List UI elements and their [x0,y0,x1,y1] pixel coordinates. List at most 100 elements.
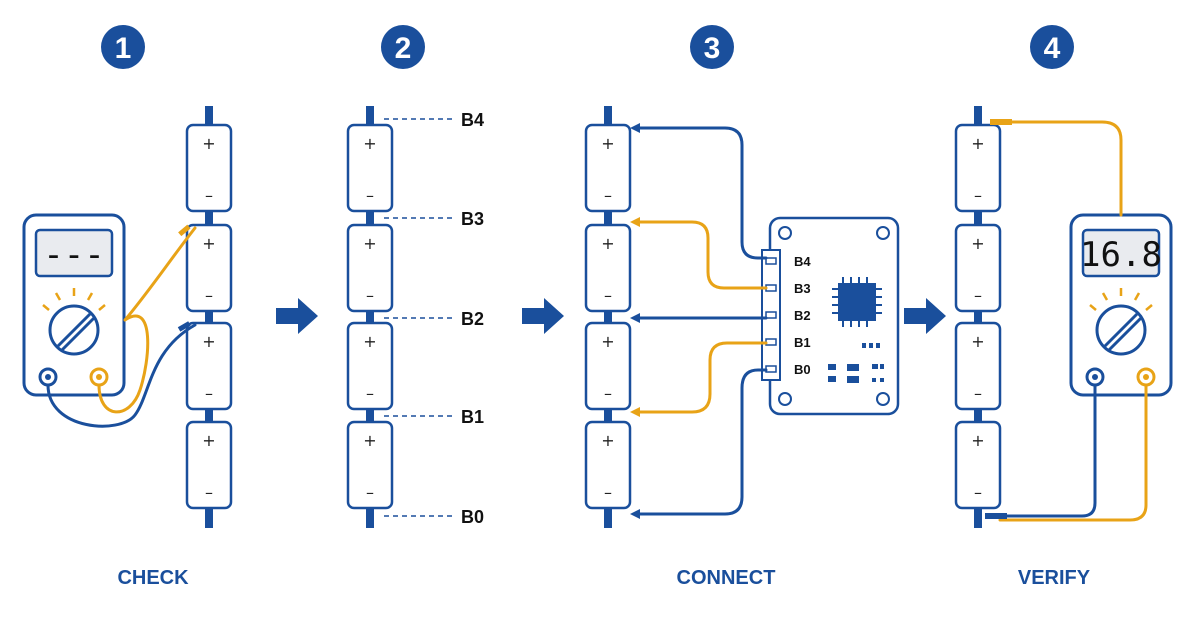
cell-body [584,420,632,510]
cell-connector [974,508,982,528]
cell-connector [974,211,982,225]
step-3-number: 3 [704,32,721,65]
battery-cell: +– [954,123,1002,213]
cell-body [185,123,233,213]
verify-probe-leads [985,119,1148,522]
cell-connector [974,409,982,422]
cell-positive-sign: + [601,332,614,351]
dial-ticks [42,288,106,311]
cell-positive-sign: + [601,134,614,153]
battery-cell: +– [185,123,233,213]
cell-positive-sign: + [202,134,215,153]
cell-positive-sign: + [202,332,215,351]
step-2-badge: 2 [381,25,425,69]
tap-label-b4: B4 [461,110,484,130]
cell-positive-sign: + [363,234,376,253]
cell-negative-sign: – [366,186,374,205]
chip-icon [832,277,882,327]
step-1-number: 1 [115,32,132,65]
cell-positive-sign: + [601,234,614,253]
cell-connector [604,211,612,225]
tap-label-b1: B1 [461,407,484,427]
battery-cell: +– [954,420,1002,510]
bms-pin-b3: B3 [794,281,811,296]
cell-connector [366,311,374,323]
step-2-number: 2 [395,32,412,65]
cell-negative-sign: – [974,286,982,305]
cell-body [185,420,233,510]
arrow-right-icon [904,298,946,334]
cell-negative-sign: – [974,483,982,502]
cell-negative-sign: – [604,286,612,305]
step-4-number: 4 [1044,32,1061,65]
battery-cell: +– [346,223,394,313]
cell-negative-sign: – [205,286,213,305]
cell-body [954,420,1002,510]
step-1-badge: 1 [101,25,145,69]
cell-positive-sign: + [363,431,376,450]
cell-positive-sign: + [202,234,215,253]
cell-body [346,223,394,313]
cell-body [185,223,233,313]
bms-board-icon: B4 B3 B2 B1 B0 [761,216,900,416]
battery-stack-check: +–+–+–+– [185,106,233,528]
multimeter-verify-icon: 16.8 [1069,213,1173,397]
cell-positive-sign: + [971,332,984,351]
cell-body [346,123,394,213]
cell-connector [604,311,612,323]
tap-label-b3: B3 [461,209,484,229]
balance-tap-labels: B4 B3 B2 B1 B0 [384,110,484,527]
cell-connector [205,409,213,422]
meter-check-display: --- [43,235,104,275]
battery-cell: +– [185,420,233,510]
cell-connector [205,106,213,125]
cell-negative-sign: – [974,186,982,205]
cell-positive-sign: + [601,431,614,450]
multimeter-check-icon: --- [22,213,126,397]
tap-label-b2: B2 [461,309,484,329]
cell-negative-sign: – [205,384,213,403]
cell-connector [366,508,374,528]
cell-connector [604,409,612,422]
cell-connector [205,508,213,528]
cell-body [346,420,394,510]
battery-cell: +– [346,420,394,510]
cell-negative-sign: – [205,483,213,502]
cell-connector [366,211,374,225]
cell-positive-sign: + [971,234,984,253]
cell-connector [366,106,374,125]
cell-negative-sign: – [366,286,374,305]
caption-connect: CONNECT [677,567,776,589]
bms-pin-b1: B1 [794,335,811,350]
battery-cell: +– [584,223,632,313]
cell-positive-sign: + [363,332,376,351]
cell-negative-sign: – [974,384,982,403]
cell-connector [366,409,374,422]
step-4-badge: 4 [1030,25,1074,69]
cell-connector [604,508,612,528]
cell-connector [205,311,213,323]
battery-cell: +– [185,321,233,411]
cell-negative-sign: – [604,384,612,403]
bms-pin-b0: B0 [794,362,811,377]
battery-cell: +– [584,420,632,510]
cell-negative-sign: – [366,384,374,403]
arrow-right-icon [276,298,318,334]
tap-label-b0: B0 [461,507,484,527]
step-3-badge: 3 [690,25,734,69]
cell-body [346,321,394,411]
battery-stack-label: +–+–+–+– [346,106,394,528]
cell-body [954,123,1002,213]
cell-positive-sign: + [971,134,984,153]
battery-cell: +– [185,223,233,313]
cell-body [954,223,1002,313]
cell-body [185,321,233,411]
cell-positive-sign: + [202,431,215,450]
cell-body [584,123,632,213]
cell-positive-sign: + [971,431,984,450]
cell-connector [974,106,982,125]
battery-stack-connect: +–+–+–+– [584,106,632,528]
battery-stack-verify: +–+–+–+– [954,106,1002,528]
cell-positive-sign: + [363,134,376,153]
cell-negative-sign: – [366,483,374,502]
